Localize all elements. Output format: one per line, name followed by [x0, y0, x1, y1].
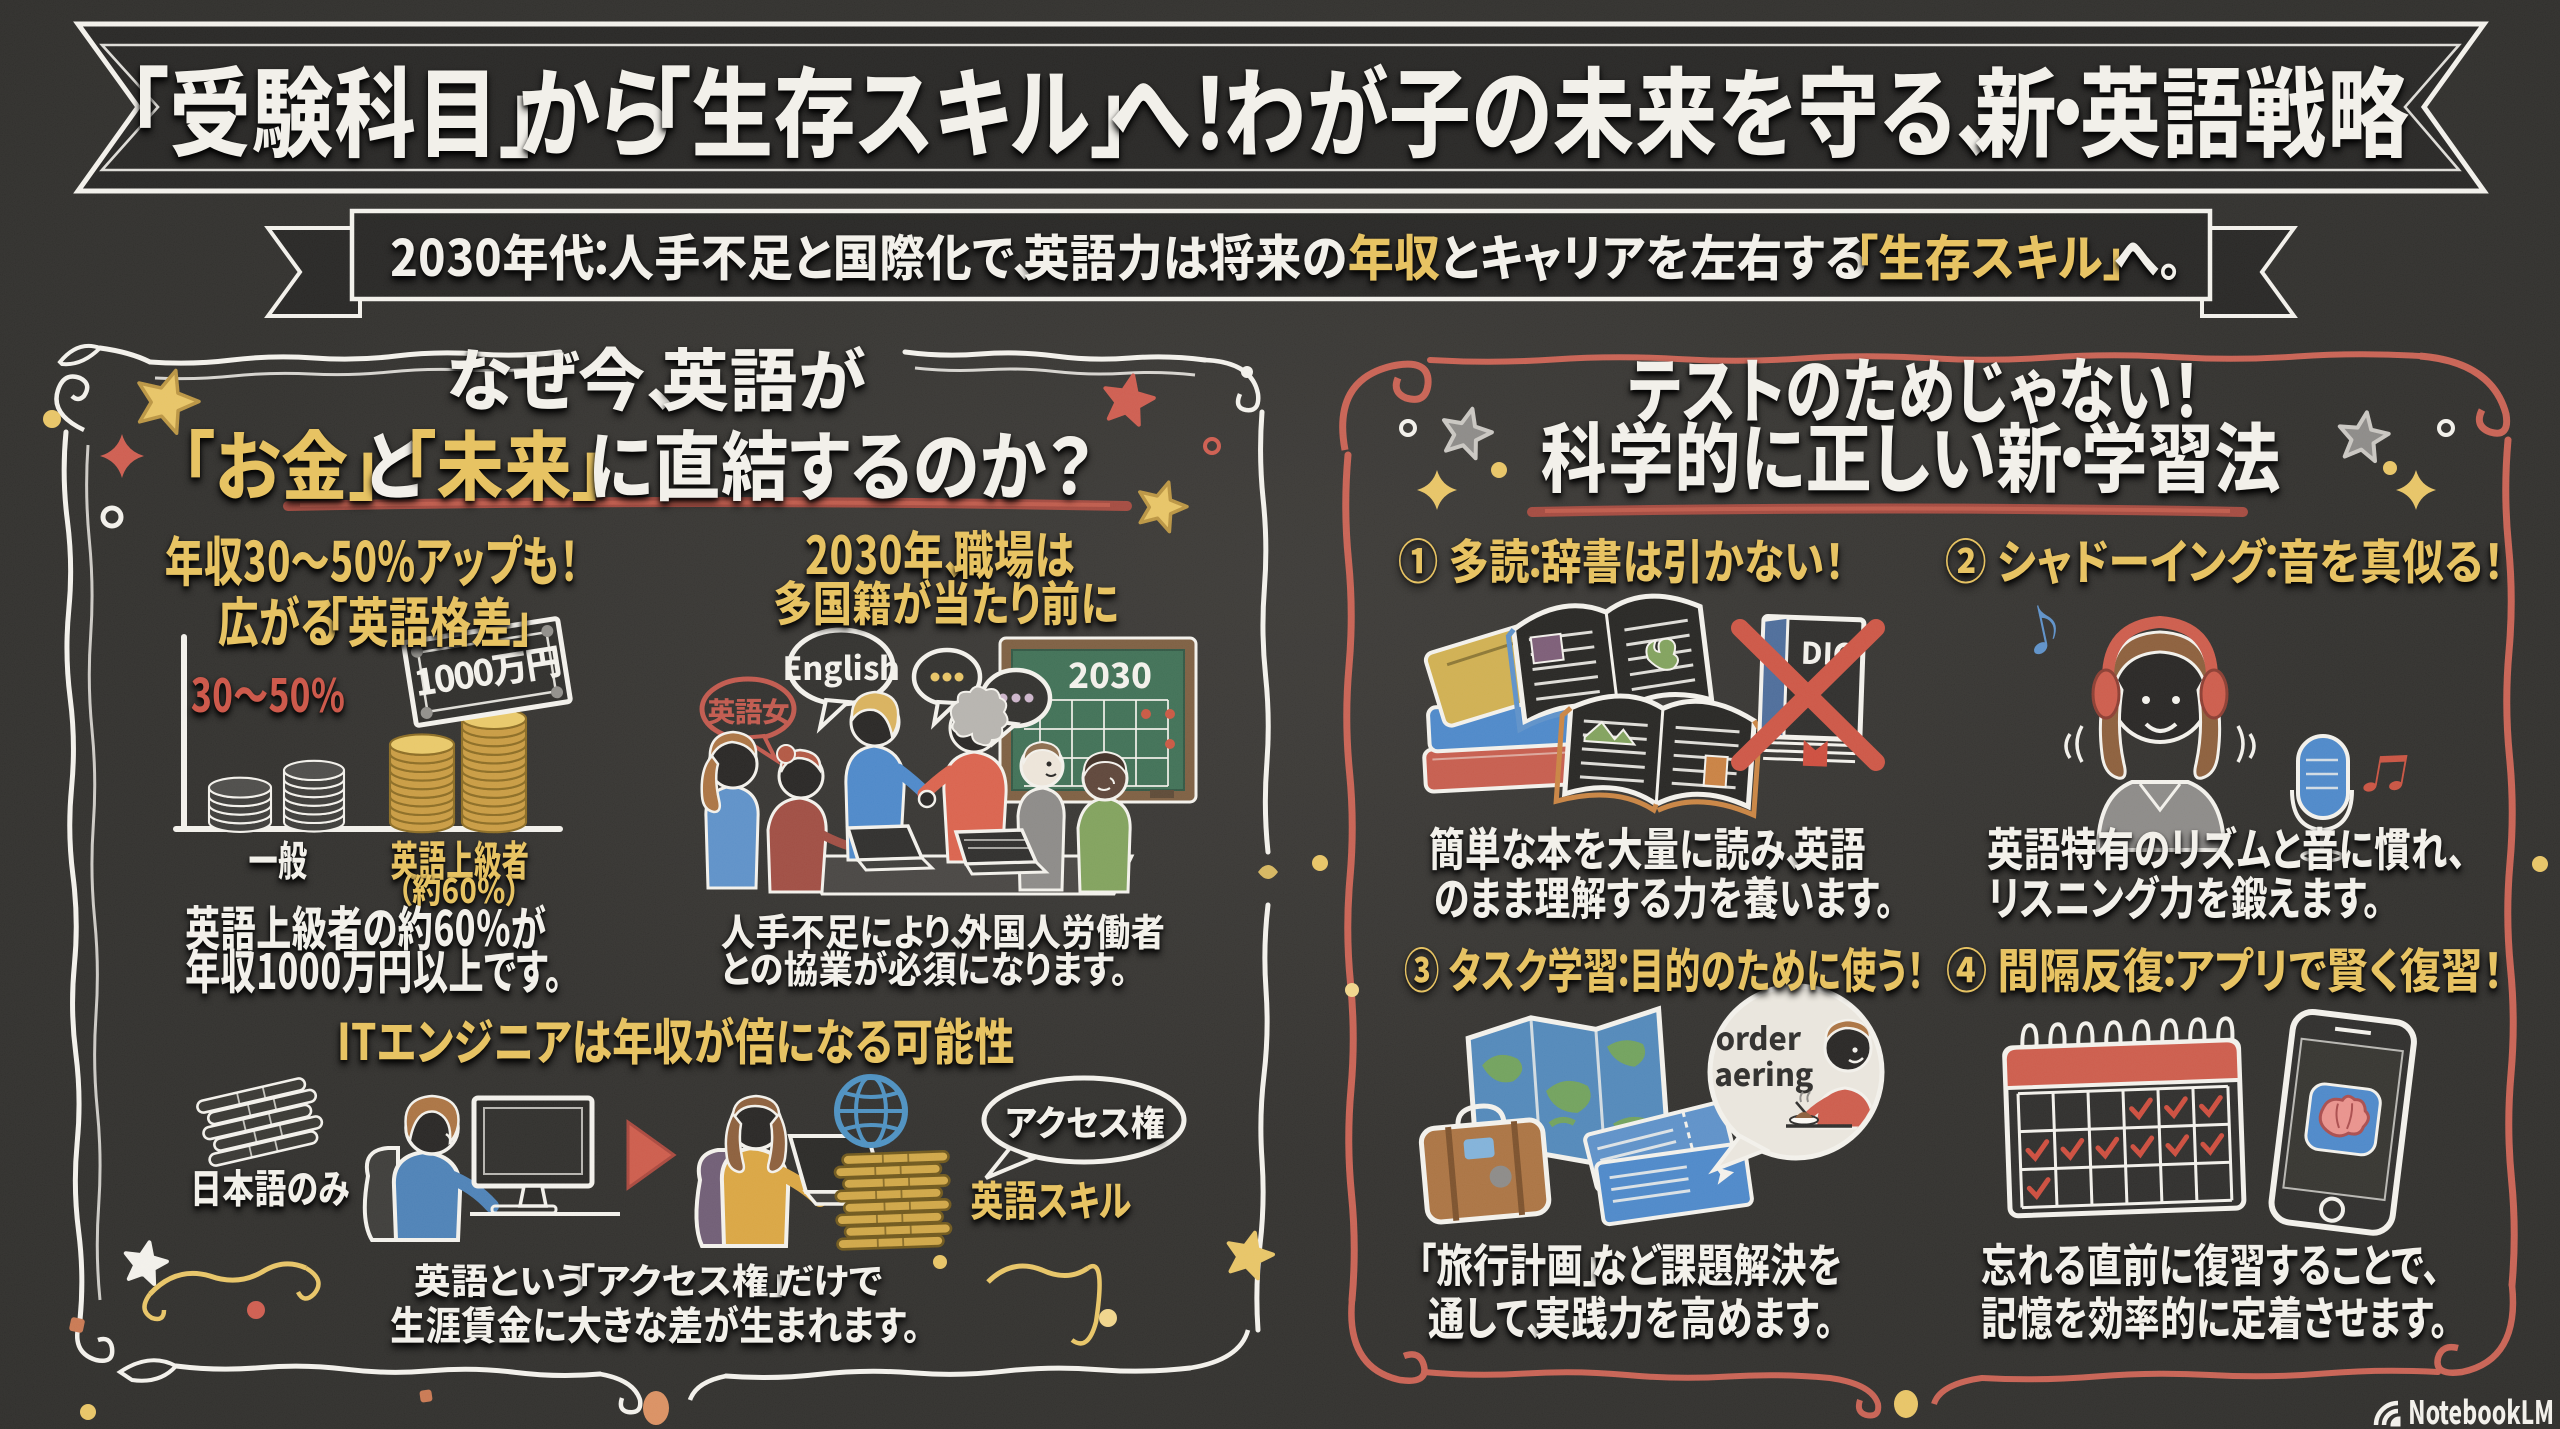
svg-text:aering: aering [1714, 1050, 1814, 1095]
svg-text:English: English [782, 644, 899, 690]
svg-text:英語女: 英語女 [707, 691, 788, 731]
svg-text:♫: ♫ [2360, 735, 2417, 808]
svg-text:♪: ♪ [2009, 584, 2075, 668]
svg-text:2030: 2030 [1068, 648, 1152, 699]
svg-text:NotebookLM: NotebookLM [2408, 1388, 2554, 1429]
